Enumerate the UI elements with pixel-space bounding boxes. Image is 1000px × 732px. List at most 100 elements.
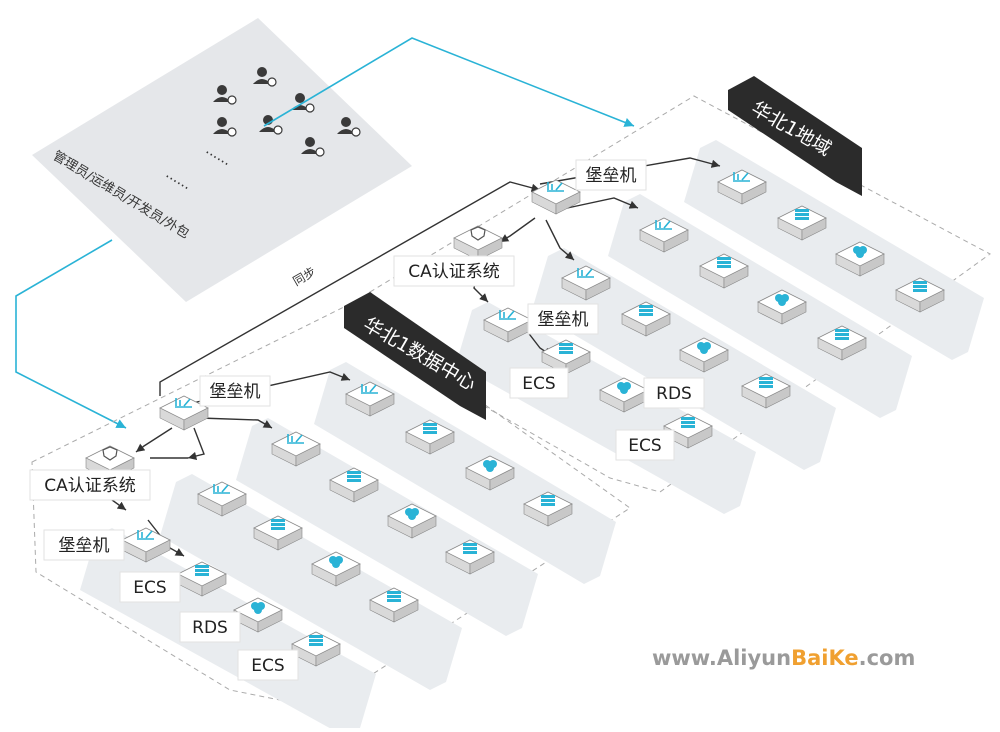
sync-line-bottom: [15, 239, 127, 429]
user-icon: [213, 85, 237, 105]
label-rds-top: RDS: [643, 377, 705, 409]
label-text: ECS: [522, 374, 555, 394]
bastion-icon: [287, 434, 304, 444]
rds-icon: [775, 294, 789, 306]
label-bastion-mid: 堡垒机: [199, 375, 271, 407]
bastion-node: [121, 527, 171, 563]
user-group: [213, 67, 361, 157]
bastion-icon: [213, 484, 230, 494]
label-text: 堡垒机: [586, 166, 637, 186]
ecs-icon: [463, 543, 477, 554]
ecs-node: [177, 561, 227, 597]
bastion-node: [271, 431, 321, 467]
label-text: RDS: [656, 384, 692, 404]
bastion-icon: [577, 268, 594, 278]
server-strip: [160, 474, 462, 690]
ecs-node: [329, 467, 379, 503]
label-ecs-bottom2: ECS: [237, 649, 299, 681]
bastion-icon: [361, 384, 378, 394]
ecs-icon: [759, 377, 773, 388]
ecs-node: [523, 491, 573, 527]
label-text: CA认证系统: [44, 476, 136, 496]
bastion-node: [561, 265, 611, 301]
label-ecs-top2: ECS: [615, 429, 675, 461]
ecs-node: [817, 325, 867, 361]
label-text: 堡垒机: [538, 310, 589, 330]
user-panel: [32, 18, 412, 302]
label-text: CA认证系统: [408, 262, 500, 282]
label-text: 堡垒机: [59, 536, 110, 556]
bastion-icon: [655, 220, 672, 230]
watermark: www.AliyunBaiKe.com: [652, 646, 915, 670]
server-strip: [236, 418, 538, 636]
rds-node: [387, 503, 437, 539]
user-icon: [301, 137, 325, 157]
rds-node: [757, 289, 807, 325]
label-ecs-bottom1: ECS: [119, 571, 181, 603]
ecs-icon: [387, 591, 401, 602]
ecs-node: [895, 277, 945, 313]
ecs-node: [253, 515, 303, 551]
ecs-icon: [423, 423, 437, 434]
rds-node: [465, 455, 515, 491]
rds-icon: [251, 602, 265, 614]
label-ca-top: CA认证系统: [393, 255, 515, 287]
bastion-icon: [137, 530, 154, 540]
watermark-suffix: .com: [859, 646, 916, 670]
ca-icon: [470, 226, 486, 241]
ecs-node: [445, 539, 495, 575]
ecs-node: [699, 253, 749, 289]
ecs-node: [777, 205, 827, 241]
rds-icon: [483, 460, 497, 472]
ecs-node: [741, 373, 791, 409]
bastion-node: [717, 169, 767, 205]
server-strip: [456, 302, 756, 514]
bastion-node: [159, 395, 209, 431]
label-ca-bottom: CA认证系统: [29, 469, 151, 501]
region-datacenter-outline: [31, 305, 631, 709]
ecs-icon: [195, 565, 209, 576]
ecs-icon: [717, 257, 731, 268]
user-icon: [337, 117, 361, 137]
sync-label: 同步: [291, 264, 319, 288]
ecs-icon: [559, 343, 573, 354]
bastion-icon: [733, 172, 750, 182]
ca-icon: [102, 446, 118, 461]
watermark-prefix: www.Aliyun: [652, 646, 791, 670]
rds-node: [311, 551, 361, 587]
label-text: RDS: [192, 618, 228, 638]
label-text: ECS: [251, 656, 284, 676]
ecs-icon: [681, 417, 695, 428]
sync-line-top: [263, 37, 635, 127]
ecs-node: [405, 419, 455, 455]
bastion-icon: [499, 310, 516, 320]
server-strip: [314, 362, 616, 584]
rds-icon: [329, 556, 343, 568]
ecs-node: [621, 301, 671, 337]
bastion-icon: [175, 398, 192, 408]
rds-icon: [853, 246, 867, 258]
label-text: 堡垒机: [210, 382, 261, 402]
bastion-node: [197, 481, 247, 517]
label-rds-bottom: RDS: [179, 611, 241, 643]
label-bastion-bottom: 堡垒机: [43, 529, 125, 561]
user-icon: [213, 117, 237, 137]
user-icon: [253, 67, 277, 87]
rds-icon: [617, 382, 631, 394]
bastion-node: [483, 307, 533, 343]
user-icon: [291, 93, 315, 113]
ecs-icon: [795, 209, 809, 220]
bastion-icon: [547, 182, 564, 192]
ecs-icon: [835, 329, 849, 340]
watermark-accent: BaiKe: [791, 646, 859, 670]
bastion-node: [345, 381, 395, 417]
ecs-icon: [639, 305, 653, 316]
ecs-icon: [309, 635, 323, 646]
label-bastion-top2: 堡垒机: [527, 303, 599, 335]
server-nodes: [85, 169, 945, 667]
rds-node: [835, 241, 885, 277]
bastion-node: [639, 217, 689, 253]
label-bastion-top: 堡垒机: [575, 159, 647, 191]
